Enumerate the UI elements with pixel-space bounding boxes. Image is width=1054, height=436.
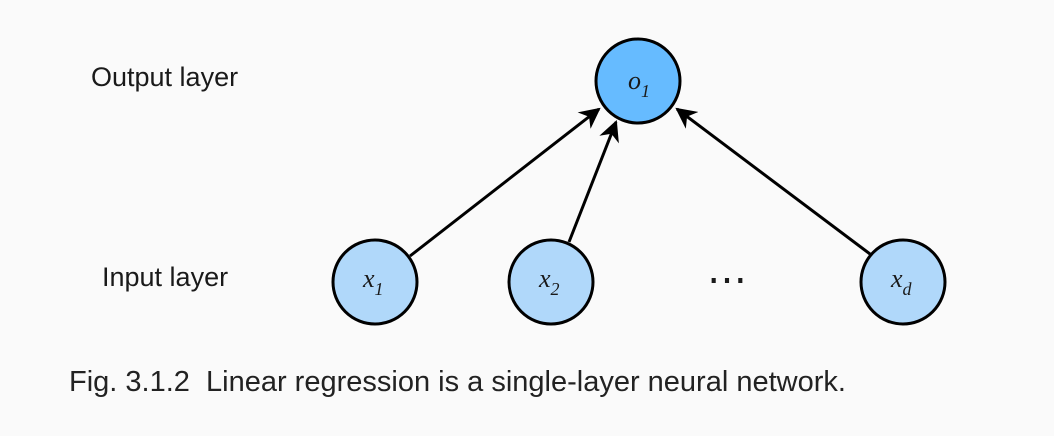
edge-xd-to-o1 <box>675 107 871 256</box>
edge-x2-to-o1 <box>567 120 619 243</box>
input-node-x1: x1 <box>331 238 419 326</box>
input-node-sub: d <box>903 279 913 299</box>
svg-text:x1: x1 <box>362 264 384 299</box>
input-layer-label: Input layer <box>102 262 229 292</box>
output-node-sub: 1 <box>641 81 650 101</box>
input-node-base: x <box>362 264 375 293</box>
input-node-x2: x2 <box>507 238 595 326</box>
input-node-sub: 2 <box>551 279 560 299</box>
svg-text:x2: x2 <box>538 264 560 299</box>
edge-x1-to-o1 <box>409 107 601 258</box>
input-node-base: x <box>538 264 551 293</box>
input-node-xd: xd <box>859 238 947 326</box>
output-layer-label: Output layer <box>91 62 239 92</box>
svg-text:o1: o1 <box>628 66 650 101</box>
figure-caption: Fig. 3.1.2 Linear regression is a single… <box>69 366 846 398</box>
svg-text:xd: xd <box>890 264 913 299</box>
output-node-o1: o1 <box>594 37 682 125</box>
input-node-sub: 1 <box>375 279 384 299</box>
ellipsis: ⋯ <box>707 258 747 302</box>
input-node-base: x <box>890 264 903 293</box>
output-node-base: o <box>628 66 641 95</box>
